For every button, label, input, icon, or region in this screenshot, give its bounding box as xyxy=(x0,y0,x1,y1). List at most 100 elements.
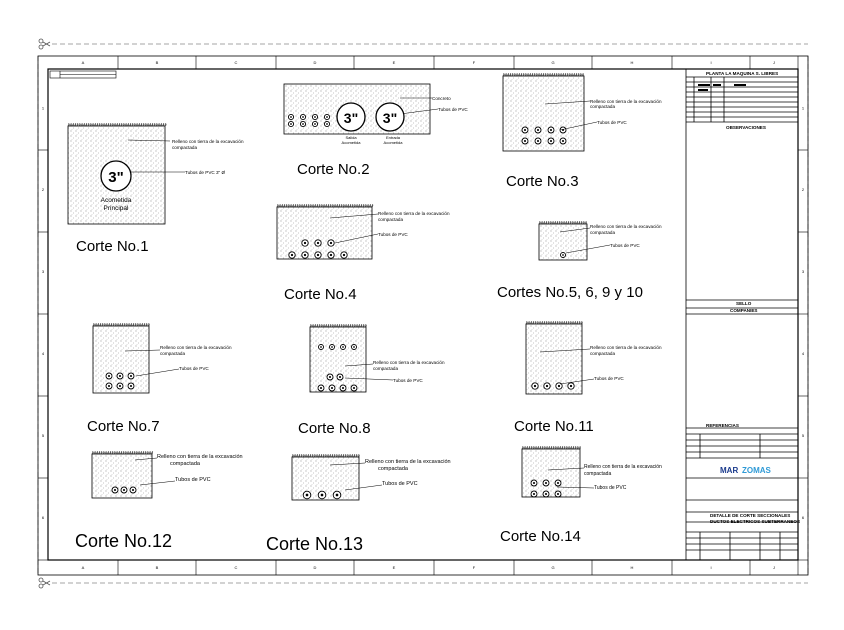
title-block-notes: OBSERVACIONES xyxy=(726,125,766,130)
grid-row-label: 3 xyxy=(42,269,45,274)
note-c13-fill-2: compactada xyxy=(378,466,408,472)
pvc-pipe-core xyxy=(536,139,540,143)
pipe-size-label: 3" xyxy=(344,110,358,126)
pvc-pipe-core xyxy=(326,116,328,118)
company-logo-primary: MAR xyxy=(720,466,739,475)
note-c8-fill: Relleno con tierra de la excavación xyxy=(373,360,445,365)
leader-line xyxy=(565,244,611,254)
title-block xyxy=(685,69,798,560)
note-c12-fill: Relleno con tierra de la excavación xyxy=(157,454,243,460)
trench-c13 xyxy=(291,453,383,501)
grid-row-label: 1 xyxy=(42,106,45,111)
grid-col-label: B xyxy=(156,565,159,570)
pvc-pipe-core xyxy=(129,374,133,378)
pipe-label-c1: Acometida Principal xyxy=(100,197,132,212)
pvc-pipe-core xyxy=(329,253,333,257)
title-block-stamp-sub: COMPANIES xyxy=(730,308,758,313)
note-c4-fill-2: compactada xyxy=(378,217,404,222)
section-title-14: Corte No.14 xyxy=(500,528,581,545)
note-c1-fill: Relleno con tierra de la excavación xyxy=(172,139,244,144)
pvc-pipe-core xyxy=(353,346,355,348)
trench-outline xyxy=(502,75,585,152)
pvc-pipe-core xyxy=(320,346,322,348)
title-block-refs: REFERENCIAS xyxy=(706,423,739,428)
pvc-pipe-core xyxy=(561,139,565,143)
pvc-pipe-core xyxy=(330,386,334,390)
pvc-pipe-core xyxy=(326,123,328,125)
leader-line xyxy=(135,368,180,377)
grid-row-label: 3 xyxy=(802,269,805,274)
grid-col-label: C xyxy=(235,565,238,570)
leader-line xyxy=(539,348,591,353)
pvc-pipe-core xyxy=(545,384,549,388)
section-title-2: Corte No.2 xyxy=(297,161,370,178)
pvc-pipe-core xyxy=(107,374,111,378)
pvc-pipe-core xyxy=(118,384,122,388)
section-title-7: Corte No.7 xyxy=(87,418,160,435)
pvc-pipe-core xyxy=(532,492,536,496)
pvc-pipe-core xyxy=(556,492,560,496)
grid-row-label: 5 xyxy=(42,433,45,438)
section-title-13: Corte No.13 xyxy=(266,534,364,554)
leader-line xyxy=(547,467,585,471)
grass-edge xyxy=(538,220,587,225)
note-c12-fill-2: compactada xyxy=(170,461,200,467)
leader-line xyxy=(127,139,171,142)
pvc-pipe-core xyxy=(302,116,304,118)
grass-edge xyxy=(91,450,154,455)
note-c5-fill: Relleno con tierra de la excavación xyxy=(590,224,662,229)
grid-col-label: D xyxy=(314,565,317,570)
scissors-icon xyxy=(38,38,51,589)
trench-c5 xyxy=(538,220,611,261)
note-c4-pipe: Tubos de PVC xyxy=(378,232,408,237)
pvc-pipe-core xyxy=(549,139,553,143)
leader-line xyxy=(344,363,374,367)
section-title-3: Corte No.3 xyxy=(506,173,579,190)
grid-row-label: 4 xyxy=(802,351,805,356)
note-c1-pipe: Tubos de PVC 3" Ø xyxy=(185,170,226,175)
company-logo-secondary: ZOMAS xyxy=(742,466,771,475)
pvc-pipe-core xyxy=(562,254,564,256)
leader-line xyxy=(329,213,379,219)
leader-line xyxy=(329,462,366,466)
drawing-description-2: DUCTOS ELECTRICOS SUBTERRANEOS xyxy=(710,519,801,524)
note-c13-fill: Relleno con tierra de la excavación xyxy=(365,459,451,465)
pvc-pipe-core xyxy=(131,488,135,492)
leader-line xyxy=(334,233,379,244)
grid-col-label: B xyxy=(156,60,159,65)
outer-border xyxy=(37,55,809,576)
pvc-pipe-core xyxy=(290,253,294,257)
note-c3-fill-2: compactada xyxy=(590,104,616,109)
note-c5-fill-2: compactada xyxy=(590,230,616,235)
note-c11-fill-2: compactada xyxy=(590,351,616,356)
leader-line xyxy=(559,227,591,233)
pvc-pipe-core xyxy=(532,481,536,485)
grass-edge xyxy=(309,323,367,328)
grid-row-label: 2 xyxy=(802,187,805,192)
pvc-pipe-core xyxy=(533,384,537,388)
grid-col-label: F xyxy=(473,60,476,65)
pvc-pipe-core xyxy=(118,374,122,378)
trench-c4 xyxy=(276,203,379,260)
leader-line xyxy=(124,349,161,352)
pvc-pipe-out xyxy=(336,102,366,132)
note-c1-fill-2: compactada xyxy=(172,145,198,150)
pvc-pipe-core xyxy=(523,139,527,143)
leader-line xyxy=(559,378,595,385)
pvc-pipe-core xyxy=(329,241,333,245)
note-c12-pipe: Tubos de PVC xyxy=(175,477,211,483)
grid-col-label: C xyxy=(235,60,238,65)
inner-border xyxy=(47,68,799,561)
section-title-5: Cortes No.5, 6, 9 y 10 xyxy=(497,284,643,301)
pvc-pipe-core xyxy=(569,384,573,388)
note-c11-pipe: Tubos de PVC xyxy=(594,376,624,381)
pvc-pipe-core xyxy=(316,241,320,245)
grass-edge xyxy=(525,320,583,325)
trench-outline xyxy=(276,206,373,260)
pipe-size-label: 3" xyxy=(108,169,123,186)
drawing-description-1: DETALLE DE CORTE SECCIONALES xyxy=(710,513,791,518)
pipe-size-label: 3" xyxy=(383,110,397,126)
note-c11-fill: Relleno con tierra de la excavación xyxy=(590,345,662,350)
grid-col-label: A xyxy=(82,565,85,570)
pvc-pipe-core xyxy=(320,493,324,497)
